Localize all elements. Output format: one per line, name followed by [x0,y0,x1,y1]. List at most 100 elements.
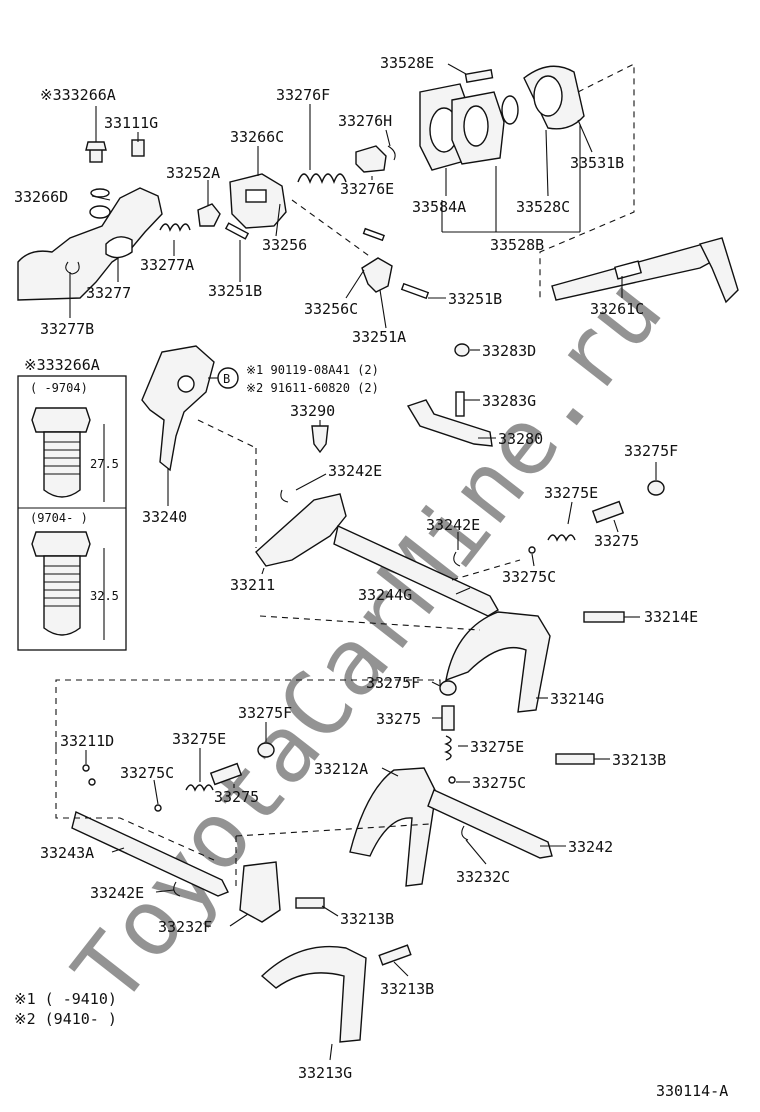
leader-33528E [447,63,467,75]
label-33242: 33242 [568,838,613,856]
label-33213G: 33213G [298,1064,352,1082]
shift-fork-33212A [349,767,437,887]
label-33211D: 33211D [60,732,114,750]
fork-shaft-33243A [71,811,229,897]
leader-33275-a [613,519,619,533]
label-33251A: 33251A [352,328,406,346]
plug-33283D [454,343,470,357]
fork-shaft-33242 [427,789,553,859]
leader-33276H [385,129,391,147]
spring-33277A [159,223,191,232]
retainer-33276E [355,145,387,173]
label-33261C: 33261C [590,300,644,318]
pin-33251B-right [400,282,430,300]
plug-33275-mid [441,705,455,731]
bolt-33213B-right [555,753,595,765]
label-33240: 33240 [142,508,187,526]
label-33275-c: 33275 [214,788,259,806]
label-33214G: 33214G [550,690,604,708]
plug-33275F-lower [257,742,275,758]
label-33275C-b: 33275C [472,774,526,792]
leader-33256C [345,269,365,299]
label-33276F: 33276F [276,86,330,104]
leader-33213B-c [393,961,409,977]
plug-33275-upper [591,500,625,524]
retainer-group [419,63,739,304]
bolt-33213B-mid [295,897,325,909]
lever-33256C [361,257,393,293]
bolt-33213B-low [378,944,412,966]
label-33277B: 33277B [40,320,94,338]
label-333266A: ※333266A [40,86,116,104]
plug-33275F-mid [439,680,457,696]
plug-33275-lower [209,762,243,786]
label-33214E: 33214E [644,608,698,626]
leader-33531B [577,119,593,153]
retainer-bore [463,105,489,147]
label-33276E: 33276E [340,180,394,198]
inset-panel2-range: (9704- ) [30,511,88,525]
spring-33275E-lower [185,784,214,792]
housing-boss [89,205,111,219]
label-33242E-a: 33242E [328,462,382,480]
inset-bolt1-shank [43,431,81,498]
label-33275E-c: 33275E [172,730,226,748]
leader-33242E-a [295,473,327,491]
snap-ring-33276H [387,145,396,161]
dashed-guide-ball [451,559,521,581]
footnote-1: ※1 ( -9410) [14,990,117,1008]
shaft-inner-lever [698,237,739,304]
assembly-guide-lever [197,419,257,449]
label-33213B-b: 33213B [340,910,394,928]
label-33584A: 33584A [412,198,466,216]
label-33212A: 33212A [314,760,368,778]
label-33232F: 33232F [158,918,212,936]
label-33275C-c: 33275C [120,764,174,782]
boot-opening [533,75,563,117]
label-33275-b: 33275 [376,710,421,728]
label-33531B: 33531B [570,154,624,172]
label-33276H: 33276H [338,112,392,130]
lower-shaft-group [55,742,412,1043]
leader-33212A [381,767,399,777]
label-33252A: 33252A [166,164,220,182]
pin-33251B-left [224,222,250,240]
bolt-callout-line1: ※1 90119-08A41 (2) [246,363,379,377]
snap-ring-33277B [65,261,80,275]
dashed-guide-lower-left [55,748,215,861]
oil-seal-33277 [105,236,133,259]
label-33277A: 33277A [140,256,194,274]
assembly-guide-upper [291,199,373,259]
ball-33275C-upper [528,546,536,554]
inset-panel1-range: ( -9704) [30,381,88,395]
selector-shaft-33280 [406,399,493,447]
leader-33232F [229,913,249,927]
inset-bolt1-head [31,407,91,433]
bushing-33252A [197,203,221,227]
spring-33275E-upper [547,534,576,542]
ball-33275C-mid [448,776,456,784]
label-33251B-a: 33251B [208,282,262,300]
label-33277: 33277 [86,284,131,302]
label-33275C-a: 33275C [502,568,556,586]
diagram-id: 330114-A [656,1082,728,1100]
label-33290: 33290 [290,402,335,420]
leader-33242E-c [155,889,175,893]
ball-33211D-2 [88,778,96,786]
label-33242E-c: 33242E [90,884,144,902]
label-33275E-b: 33275E [470,738,524,756]
label-33211: 33211 [230,576,275,594]
label-33275-a: 33275 [594,532,639,550]
label-33280: 33280 [498,430,543,448]
inset-panel [17,375,127,651]
lever-housing-group [17,139,430,301]
shift-head-33211 [255,493,347,567]
inset-bolt2-thread [44,565,80,607]
label-33275F-a: 33275F [624,442,678,460]
label-33251B-b: 33251B [448,290,502,308]
label-33232C: 33232C [456,868,510,886]
leader-33213B-b [321,905,339,917]
label-33283D: 33283D [482,342,536,360]
label-33528C: 33528C [516,198,570,216]
bolt-33214E [583,611,625,623]
